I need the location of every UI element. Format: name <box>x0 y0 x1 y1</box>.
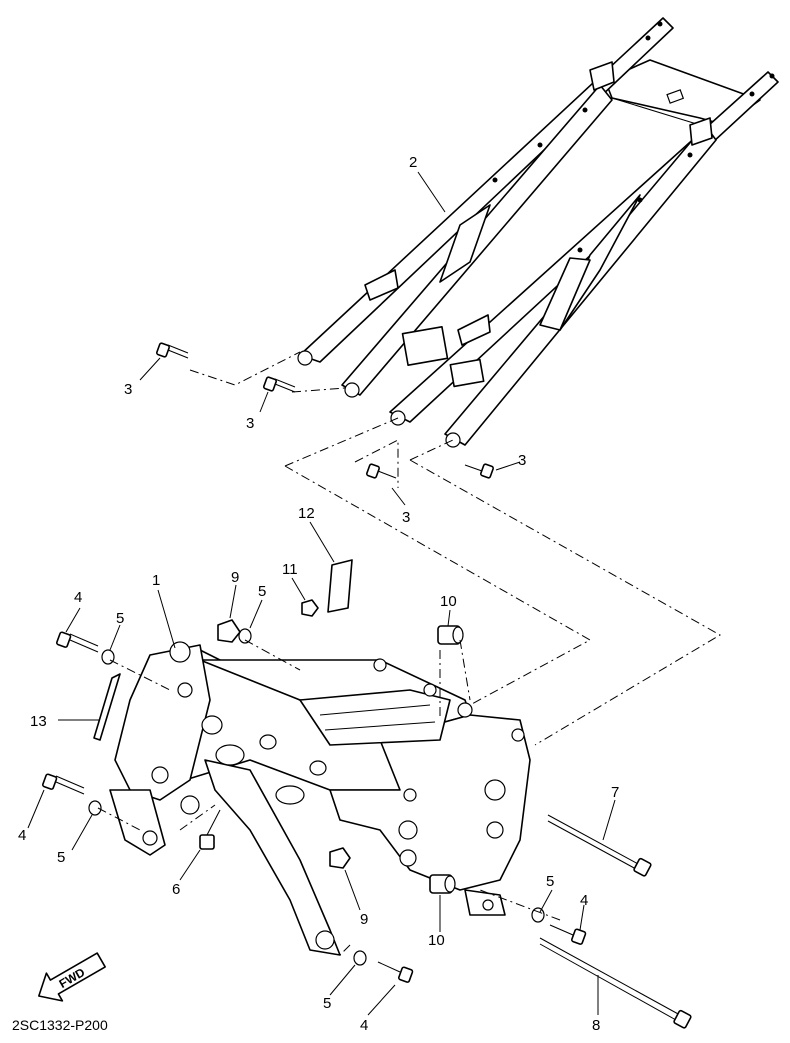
callout-9-a: 9 <box>231 569 239 586</box>
bolt-7 <box>547 814 652 877</box>
callout-5-c: 5 <box>57 849 65 866</box>
callout-5-a: 5 <box>116 610 124 627</box>
bolt-4-b <box>42 773 85 795</box>
nut-11 <box>301 599 319 617</box>
washer-5-b <box>88 800 102 816</box>
assembly-lines <box>97 351 721 956</box>
callout-4-a: 4 <box>74 589 82 606</box>
bolt-3-a <box>156 342 189 359</box>
callout-5-e: 5 <box>323 995 331 1012</box>
bolt-4-a <box>56 631 99 653</box>
fwd-arrow: FWD <box>38 952 106 1002</box>
bolt-4-c <box>549 924 587 945</box>
callout-3-c: 3 <box>402 509 410 526</box>
washer-5-a <box>101 649 115 665</box>
bolt-6 <box>199 809 221 850</box>
callout-labels: 1 2 3 3 3 3 4 4 4 4 5 5 5 5 5 6 7 8 9 9 … <box>18 154 619 1034</box>
collar-10-a <box>437 625 464 645</box>
callout-5-d: 5 <box>546 873 554 890</box>
callout-12: 12 <box>298 505 315 522</box>
callout-9-b: 9 <box>360 911 368 928</box>
callout-13: 13 <box>30 713 47 730</box>
bolt-3-c <box>366 463 397 479</box>
nut-9-a <box>217 619 241 643</box>
callout-3-b: 3 <box>246 415 254 432</box>
callout-3-a: 3 <box>124 381 132 398</box>
callout-10-a: 10 <box>440 593 457 610</box>
callout-11: 11 <box>282 561 298 578</box>
callout-4-b: 4 <box>18 827 26 844</box>
nut-9-b <box>329 847 351 869</box>
drawing-code: 2SC1332-P200 <box>12 1017 108 1033</box>
washer-5-c <box>238 628 252 644</box>
main-frame <box>109 641 531 956</box>
callout-8: 8 <box>592 1017 600 1034</box>
collar-10-b <box>429 874 456 894</box>
bolt-3-b <box>263 376 296 393</box>
callout-4-d: 4 <box>360 1017 368 1034</box>
bolt-8 <box>539 937 692 1029</box>
washer-5-d <box>531 907 545 923</box>
callout-2: 2 <box>409 154 417 171</box>
callout-6: 6 <box>172 881 180 898</box>
leader-lines <box>27 171 616 1016</box>
callout-7: 7 <box>611 784 619 801</box>
callout-10-b: 10 <box>428 932 445 949</box>
callout-5-b: 5 <box>258 583 266 600</box>
callout-4-c: 4 <box>580 892 588 909</box>
washer-5-e <box>353 950 367 966</box>
main-frame-down-tube <box>204 759 341 956</box>
bolt-4-d <box>377 961 414 983</box>
subframe-left-upper-rail <box>299 17 674 363</box>
label-plate-12 <box>327 559 353 613</box>
bolt-3-d <box>464 463 494 479</box>
swingarm-pivot-plate <box>329 714 531 891</box>
plate-13 <box>93 673 121 741</box>
callout-3-d: 3 <box>518 452 526 469</box>
rear-subframe <box>297 17 779 448</box>
callout-1: 1 <box>152 572 160 589</box>
